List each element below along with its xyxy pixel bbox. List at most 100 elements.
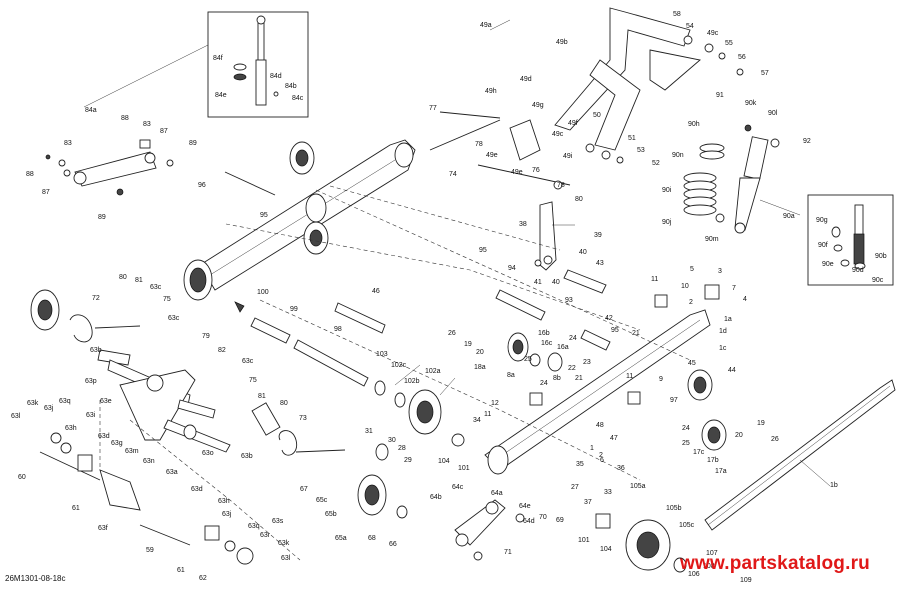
wear-strip xyxy=(704,379,896,531)
callout-83-2: 83 xyxy=(64,140,72,147)
callout-64b: 64b xyxy=(430,494,442,501)
callout-10: 10 xyxy=(681,283,689,290)
callout-68: 68 xyxy=(368,535,376,542)
callout-63q: 63q xyxy=(59,398,71,405)
upper-arm-assembly xyxy=(429,7,744,190)
callout-20-2: 20 xyxy=(735,432,743,439)
callout-9: 9 xyxy=(659,376,663,383)
callout-20: 20 xyxy=(476,349,484,356)
callout-63o: 63o xyxy=(202,450,214,457)
callout-63j: 63j xyxy=(44,405,54,412)
callout-28: 28 xyxy=(398,445,406,452)
callout-90b: 90b xyxy=(875,253,887,260)
callout-31: 31 xyxy=(365,428,373,435)
callout-1a: 1a xyxy=(724,316,732,323)
callout-21-2: 21 xyxy=(575,375,583,382)
callout-107: 107 xyxy=(706,550,718,557)
callout-104: 104 xyxy=(438,458,450,465)
callout-66: 66 xyxy=(389,541,397,548)
callout-63f: 63f xyxy=(98,525,108,532)
callout-54: 54 xyxy=(686,23,694,30)
callout-90l: 90l xyxy=(768,110,778,117)
callout-21: 21 xyxy=(632,330,640,337)
callout-90d: 90d xyxy=(852,267,864,274)
callout-103: 103 xyxy=(376,351,388,358)
assembly-lines xyxy=(99,185,691,561)
callout-64a: 64a xyxy=(491,490,503,497)
callout-63k-2: 63k xyxy=(278,540,290,547)
callout-84b: 84b xyxy=(285,83,297,90)
callout-7: 7 xyxy=(732,285,736,292)
callout-109: 109 xyxy=(740,577,752,584)
callout-labels: 84f 84d 84e 84b 84c 90g 90f 90e 90d 90b … xyxy=(11,11,887,584)
callout-63b-2: 63b xyxy=(241,453,253,460)
callout-99: 99 xyxy=(290,306,298,313)
callout-63d-2: 63d xyxy=(191,486,203,493)
callout-40-2: 40 xyxy=(552,279,560,286)
callout-6: 6 xyxy=(600,457,604,464)
callout-63e: 63e xyxy=(100,398,112,405)
callout-93: 93 xyxy=(565,297,573,304)
callout-95-3: 95 xyxy=(611,327,619,334)
callout-101-2: 101 xyxy=(578,537,590,544)
callout-60: 60 xyxy=(18,474,26,481)
callout-17c: 17c xyxy=(693,449,705,456)
shock-absorber-84 xyxy=(45,139,276,196)
callout-90h: 90h xyxy=(688,121,700,128)
callout-4: 4 xyxy=(743,296,747,303)
callout-47: 47 xyxy=(610,435,618,442)
callout-63l-2: 63l xyxy=(281,555,291,562)
callout-45: 45 xyxy=(688,360,696,367)
callout-44: 44 xyxy=(728,367,736,374)
callout-49c: 49c xyxy=(707,30,719,37)
callout-49d: 49d xyxy=(520,76,532,83)
callout-79: 79 xyxy=(202,333,210,340)
callout-11-2: 11 xyxy=(626,373,633,380)
callout-70: 70 xyxy=(539,514,547,521)
watermark[interactable]: www.partskatalog.ru xyxy=(680,553,870,574)
leader-lines xyxy=(394,19,831,487)
callout-49b: 49b xyxy=(556,39,568,46)
callout-89: 89 xyxy=(189,140,197,147)
callout-49i: 49i xyxy=(563,153,573,160)
callout-1: 1 xyxy=(590,445,594,452)
callout-25: 25 xyxy=(524,356,532,363)
callout-8b: 8b xyxy=(553,375,561,382)
callout-1b: 1b xyxy=(830,482,838,489)
callout-84c: 84c xyxy=(292,95,304,102)
callout-52: 52 xyxy=(652,160,660,167)
callout-102b: 102b xyxy=(404,378,420,385)
callout-56: 56 xyxy=(738,54,746,61)
callout-19: 19 xyxy=(464,341,472,348)
callout-49e: 49e xyxy=(486,152,498,159)
callout-63c-2: 63c xyxy=(168,315,180,322)
callout-26-2: 26 xyxy=(771,436,779,443)
callout-95: 95 xyxy=(260,212,268,219)
callout-102a: 102a xyxy=(425,368,441,375)
callout-57: 57 xyxy=(761,70,769,77)
callout-24: 24 xyxy=(569,335,577,342)
callout-63d: 63d xyxy=(98,433,110,440)
callout-104-2: 104 xyxy=(600,546,612,553)
callout-8a: 8a xyxy=(507,372,515,379)
slide-rail-right xyxy=(484,284,727,475)
callout-87-2: 87 xyxy=(42,189,50,196)
callout-36: 36 xyxy=(617,465,625,472)
callout-65b: 65b xyxy=(325,511,337,518)
callout-11-3: 11 xyxy=(484,411,491,418)
callout-17b: 17b xyxy=(707,457,719,464)
callout-35: 35 xyxy=(576,461,584,468)
callout-63n: 63n xyxy=(143,458,155,465)
callout-80-3: 80 xyxy=(280,400,288,407)
callout-64d: 64d xyxy=(523,518,535,525)
callout-65c: 65c xyxy=(316,497,328,504)
callout-39: 39 xyxy=(594,232,602,239)
callout-78: 78 xyxy=(557,182,565,189)
callout-48: 48 xyxy=(596,422,604,429)
callout-90g: 90g xyxy=(816,217,828,224)
front-arm-assembly xyxy=(30,289,346,565)
callout-80: 80 xyxy=(575,196,583,203)
callout-83: 83 xyxy=(143,121,151,128)
callout-101: 101 xyxy=(458,465,470,472)
